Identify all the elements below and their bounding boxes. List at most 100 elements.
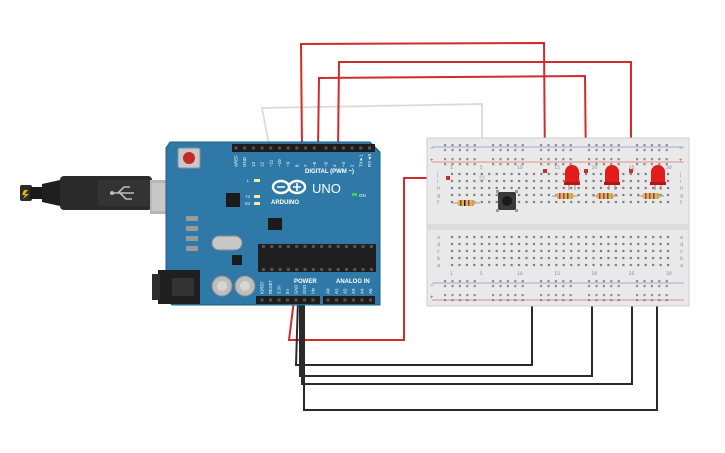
digital-pin-hole[interactable] (312, 146, 316, 150)
digital-pin-label: 4 (332, 164, 337, 167)
led-label-tx: TX (245, 194, 250, 199)
on-label: ON (359, 193, 366, 198)
power-pin-hole[interactable] (286, 298, 289, 302)
resistor-4[interactable] (638, 193, 664, 199)
power-pin-label: IOREF (260, 281, 265, 294)
column-number: 25 (629, 165, 635, 171)
row-letter: i (680, 179, 682, 185)
digital-pin-hole[interactable] (243, 146, 247, 150)
column-number: 15 (554, 165, 560, 171)
power-pin-label: Vin (311, 287, 316, 294)
analog-pin-hole[interactable] (343, 298, 347, 302)
analog-pin-hole[interactable] (335, 298, 338, 302)
power-pin-hole[interactable] (311, 298, 315, 302)
digital-pin-hole[interactable] (324, 146, 328, 150)
brand-name: ARDUINO (271, 200, 299, 206)
row-letter: d (680, 242, 684, 248)
digital-pin-hole[interactable] (295, 146, 299, 150)
digital-pin-hole[interactable] (359, 146, 363, 150)
bottom-pin-holes[interactable] (260, 298, 373, 302)
digital-pin-label: ~10 (277, 159, 282, 167)
usb-icon (112, 186, 134, 200)
digital-pin-label: RX◄0 (367, 153, 372, 167)
digital-pin-hole[interactable] (368, 146, 371, 150)
row-letter: h (680, 186, 684, 192)
row-letter: b (437, 256, 441, 262)
svg-text:+: + (430, 295, 434, 301)
led-2[interactable] (604, 165, 620, 190)
resistor-1[interactable] (452, 200, 480, 206)
wire-red-pin-led-2[interactable] (317, 74, 587, 173)
svg-text:+: + (430, 158, 434, 164)
row-letter: e (437, 235, 441, 241)
analog-pin-label: A0 (326, 288, 331, 294)
column-number: 25 (629, 271, 635, 277)
analog-pin-hole[interactable] (360, 298, 364, 302)
svg-text:−: − (679, 146, 683, 152)
power-pin-hole[interactable] (260, 298, 264, 302)
digital-pin-hole[interactable] (286, 146, 290, 150)
digital-pin-hole[interactable] (251, 146, 255, 150)
digital-label: DIGITAL (PWM ~) (305, 169, 354, 175)
digital-pin-label: 8 (294, 164, 299, 167)
power-pin-label: RESET (268, 280, 273, 294)
power-pin-label: GND (294, 285, 299, 294)
digital-pin-holes[interactable] (234, 146, 372, 150)
led-1[interactable] (564, 165, 580, 190)
row-letter: c (680, 249, 683, 255)
digital-pin-label: 13 (251, 161, 256, 167)
breadboard-holes[interactable] (444, 144, 670, 302)
digital-pin-label: TX►1 (358, 154, 363, 167)
analog-header[interactable] (323, 296, 375, 304)
power-pin-hole[interactable] (294, 298, 298, 302)
row-letter: d (437, 242, 441, 248)
digital-pin-hole[interactable] (269, 146, 273, 150)
row-letter: f (680, 200, 683, 206)
column-number: 30 (666, 271, 672, 277)
wire-red-pin-led-3[interactable] (337, 61, 632, 172)
digital-pin-label: 12 (260, 161, 265, 167)
pushbutton[interactable] (496, 190, 518, 212)
analog-pin-label: A1 (334, 288, 339, 294)
power-pin-hole[interactable] (303, 298, 306, 302)
row-letter: a (437, 263, 440, 269)
column-number: 15 (554, 271, 560, 277)
row-letter: c (437, 249, 440, 255)
row-letter: j (679, 172, 682, 178)
digital-pin-hole[interactable] (304, 146, 308, 150)
digital-header[interactable] (232, 144, 375, 152)
led-3[interactable] (650, 165, 666, 190)
digital-pin-hole[interactable] (341, 146, 345, 150)
wire-red-pin-led-1[interactable] (299, 41, 546, 173)
digital-pin-hole[interactable] (278, 146, 281, 150)
digital-pin-hole[interactable] (234, 146, 238, 150)
power-pin-hole[interactable] (277, 298, 281, 302)
digital-pin-hole[interactable] (350, 146, 354, 150)
digital-pin-hole[interactable] (333, 146, 337, 150)
resistor-2[interactable] (552, 193, 578, 199)
svg-text:+: + (679, 158, 683, 164)
analog-pin-hole[interactable] (326, 298, 330, 302)
power-pin-label: 3.3V (277, 285, 282, 294)
column-number: 10 (517, 271, 523, 277)
digital-pin-label: ~6 (312, 161, 317, 167)
analog-pin-label: A3 (351, 288, 356, 294)
digital-pin-label: ~3 (341, 161, 346, 167)
analog-pin-hole[interactable] (352, 298, 355, 302)
digital-pin-label: AREF (234, 155, 239, 167)
resistor-3[interactable] (592, 193, 618, 199)
power-pin-hole[interactable] (269, 298, 272, 302)
wire-red-5v[interactable] (287, 177, 448, 341)
analog-pin-label: A2 (343, 288, 348, 294)
row-letter: e (680, 235, 684, 241)
analog-pin-label: A4 (360, 288, 365, 294)
digital-pin-hole[interactable] (260, 146, 264, 150)
analog-pin-hole[interactable] (369, 298, 372, 302)
